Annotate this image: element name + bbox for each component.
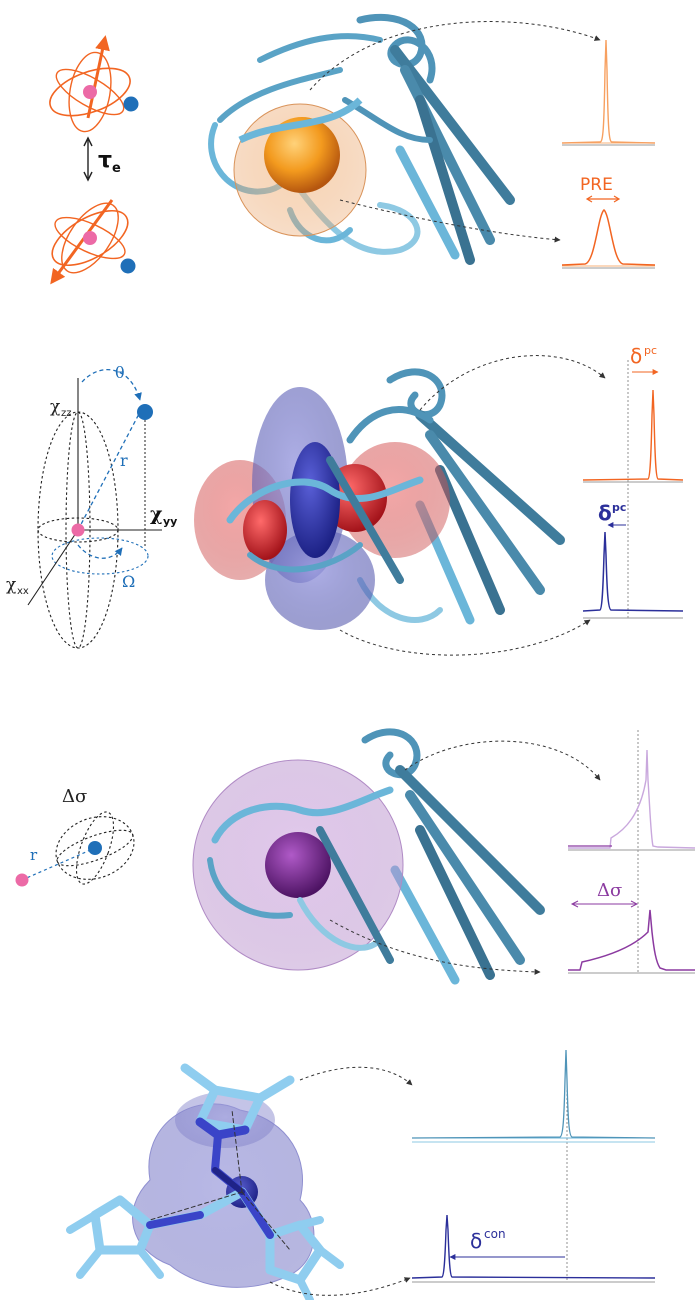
spin-density-lobe-top: [175, 1092, 275, 1148]
spectrum-broad-peak: [561, 209, 656, 269]
spectrum-powder-pattern-bottom: [568, 909, 695, 974]
connector-csa-lower: [329, 919, 541, 975]
ligand-sticks: [66, 1063, 344, 1300]
connector-lower: [339, 199, 561, 243]
chi-zz-label: χ: [50, 397, 60, 417]
exchange-arrow-icon: [83, 136, 93, 182]
theta-label: θ: [115, 363, 125, 382]
susceptibility-tensor-diagram: [27, 368, 162, 649]
connector-upper: [309, 21, 601, 91]
shielding-tensor-diagram: [15, 811, 135, 887]
panel-pcs: θ χ zz r χ yy Ω χ xx: [0, 320, 695, 680]
r-label-csa: r: [30, 846, 38, 864]
protein-ribbon-csa: [361, 728, 545, 985]
omega-label: Ω: [122, 572, 135, 591]
pcs-core-red-left: [243, 500, 287, 560]
spectrum-pcs-negative: [582, 531, 684, 619]
delta-con-label: δ: [470, 1229, 482, 1253]
spectrum-diamagnetic-peak: [411, 1050, 656, 1143]
spectrum-sharp-peak: [561, 39, 656, 146]
protein-ribbon-pcs-front: [226, 406, 434, 584]
panel-csa: Δσ r: [0, 710, 695, 1010]
protein-ribbon-pcs: [357, 368, 565, 625]
delta-con-superscript: con: [484, 1227, 506, 1241]
chi-xx-label: χ: [6, 575, 16, 595]
connector-csa-upper: [404, 740, 601, 781]
pre-broadening-arrow-icon: [585, 195, 621, 203]
protein-ribbon-pre: [208, 13, 515, 265]
spectrum-powder-pattern-top: [568, 749, 695, 851]
delta-sigma-range-arrow-icon: [570, 900, 639, 908]
protein-ribbon-front: [238, 97, 363, 144]
tau-symbol: τ: [98, 148, 112, 173]
chi-xx-subscript: xx: [17, 586, 29, 597]
delta-sigma-label-left: Δσ: [62, 786, 87, 807]
tau-subscript: e: [112, 161, 121, 176]
connector-pcs-upper: [419, 355, 606, 411]
delta-sigma-label-right: Δσ: [597, 880, 622, 901]
delta-pc-positive-superscript: pc: [644, 344, 657, 357]
delta-pc-positive-label: δ: [630, 344, 642, 368]
panel-contact: δ con: [0, 1050, 695, 1300]
pre-label: PRE: [580, 175, 613, 195]
chi-zz-subscript: zz: [61, 408, 72, 419]
chi-yy-label: χ: [150, 503, 163, 525]
metal-ion-sphere: [264, 117, 340, 193]
spectrum-pcs-positive: [582, 389, 684, 483]
connector-pcs-lower: [339, 619, 591, 656]
connector-contact-lower: [269, 1277, 411, 1296]
spectrum-contact-shifted-peak: [411, 1214, 656, 1283]
delta-pc-negative-superscript: pc: [612, 501, 626, 514]
dipole-field-bottom-icon: [50, 199, 136, 285]
csa-sphere-core: [265, 832, 331, 898]
panel-pre: τ e: [0, 0, 695, 300]
delta-pc-negative-label: δ: [598, 501, 612, 525]
dipole-field-top-icon: [49, 35, 139, 133]
pcs-core-blue-upper: [290, 442, 340, 558]
chi-yy-subscript: yy: [163, 515, 177, 528]
connector-contact-upper: [299, 1066, 413, 1086]
r-label: r: [120, 451, 128, 470]
protein-ribbon-csa-front: [207, 786, 394, 964]
